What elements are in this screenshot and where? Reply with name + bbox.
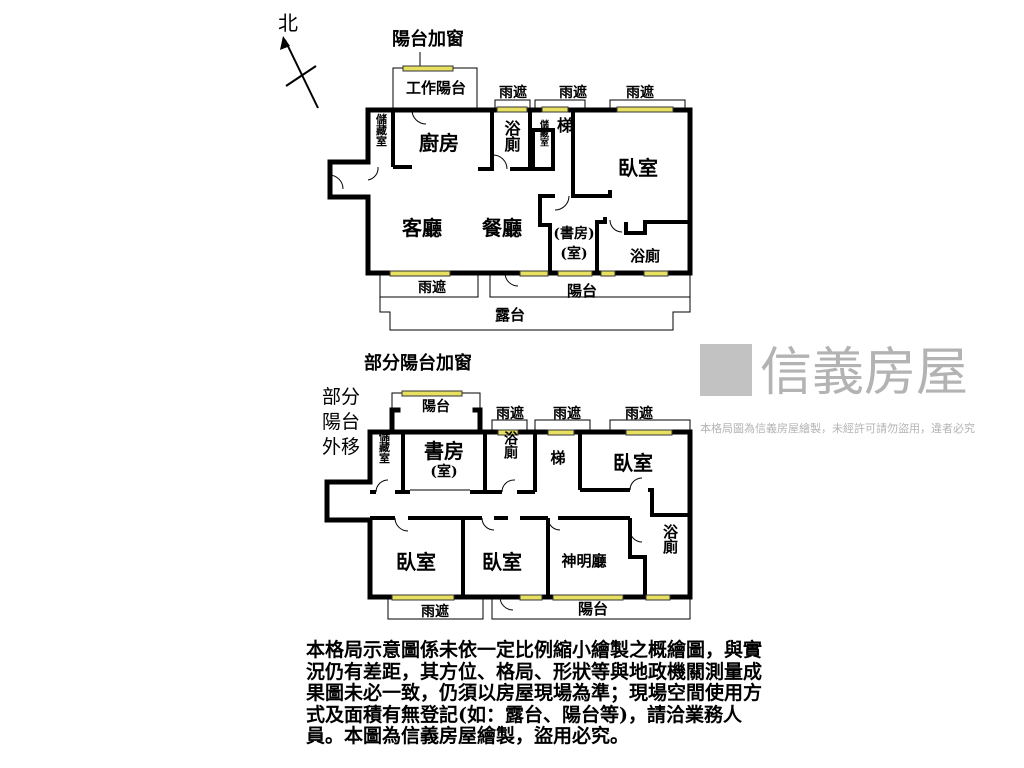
label-bath: 浴廁 bbox=[502, 430, 518, 460]
label-canopy: 雨遮 bbox=[559, 84, 587, 101]
label-stairs: 梯 bbox=[550, 449, 565, 467]
label-dining: 餐廳 bbox=[482, 216, 522, 240]
upper-windows bbox=[389, 65, 674, 277]
upper-labels: 工作陽台 雨遮 雨遮 雨遮 儲藏室 廚房 浴廁 儲藏室 梯 臥室 客廳 餐廳 (… bbox=[375, 79, 661, 324]
disclaimer-text: 本格局示意圖係未依一定比例縮小繪製之概繪圖，與實況仍有差距，其方位、格局、形狀等… bbox=[306, 639, 763, 747]
label-balcony: 陽台 bbox=[422, 398, 450, 415]
label-study: 書房 bbox=[424, 439, 464, 463]
brand-logo-icon bbox=[700, 344, 752, 396]
label-shrine: 神明廳 bbox=[561, 552, 606, 570]
label-bedroom: 臥室 bbox=[613, 451, 653, 475]
label-storage: 儲藏室 bbox=[375, 112, 389, 146]
lower-labels: 陽台 雨遮 雨遮 雨遮 儲藏室 書房 (室) 浴廁 梯 臥室 臥室 臥室 神明廳… bbox=[378, 398, 680, 620]
label-canopy: 雨遮 bbox=[421, 603, 449, 620]
label-study-sub: (室) bbox=[430, 463, 457, 480]
label-study: (書房) bbox=[553, 225, 594, 242]
label-stairs: 梯 bbox=[557, 116, 573, 135]
watermark-small: 本格局圖為信義房屋繪製，未經許可請勿盜用，違者必究 bbox=[700, 421, 975, 435]
label-canopy: 雨遮 bbox=[499, 84, 527, 101]
label-bedroom: 臥室 bbox=[618, 156, 658, 180]
lower-walls bbox=[324, 407, 693, 600]
note-line: 部分 bbox=[322, 386, 360, 408]
label-canopy: 雨遮 bbox=[553, 405, 581, 422]
label-canopy: 雨遮 bbox=[626, 84, 654, 101]
label-bedroom: 臥室 bbox=[396, 550, 436, 574]
label-kitchen: 廚房 bbox=[419, 131, 459, 155]
upper-note: 陽台加窗 bbox=[392, 28, 464, 50]
label-work-balcony: 工作陽台 bbox=[406, 79, 466, 97]
watermark-brand: 信義房屋 bbox=[760, 343, 968, 403]
label-storage: 儲藏室 bbox=[378, 429, 392, 463]
lower-left-note: 部分 陽台 外移 bbox=[322, 386, 360, 458]
label-balcony: 陽台 bbox=[578, 600, 608, 618]
north-label: 北 bbox=[278, 11, 298, 35]
note-line: 陽台 bbox=[322, 411, 360, 433]
label-bedroom: 臥室 bbox=[482, 550, 522, 574]
upper-doors bbox=[329, 109, 623, 287]
label-terrace: 露台 bbox=[495, 306, 525, 324]
label-storage: 儲藏室 bbox=[538, 118, 550, 146]
lower-windows bbox=[391, 390, 673, 601]
lower-note: 部分陽台加窗 bbox=[364, 352, 472, 374]
label-study-sub: (室) bbox=[560, 245, 587, 262]
lower-doors bbox=[375, 477, 643, 611]
label-bath: 浴廁 bbox=[661, 523, 679, 555]
label-canopy: 雨遮 bbox=[496, 405, 524, 422]
label-living: 客廳 bbox=[401, 216, 442, 240]
arrow-icon bbox=[280, 36, 290, 50]
label-bath: 浴廁 bbox=[630, 247, 660, 265]
north-arrow: 北 bbox=[278, 11, 319, 109]
upper-walls bbox=[327, 107, 693, 276]
label-balcony: 陽台 bbox=[567, 282, 597, 300]
label-canopy: 雨遮 bbox=[418, 279, 446, 296]
label-canopy: 雨遮 bbox=[625, 405, 653, 422]
watermark: 信義房屋 本格局圖為信義房屋繪製，未經許可請勿盜用，違者必究 bbox=[700, 343, 975, 435]
label-bath: 浴廁 bbox=[502, 119, 521, 153]
note-line: 外移 bbox=[322, 436, 360, 458]
